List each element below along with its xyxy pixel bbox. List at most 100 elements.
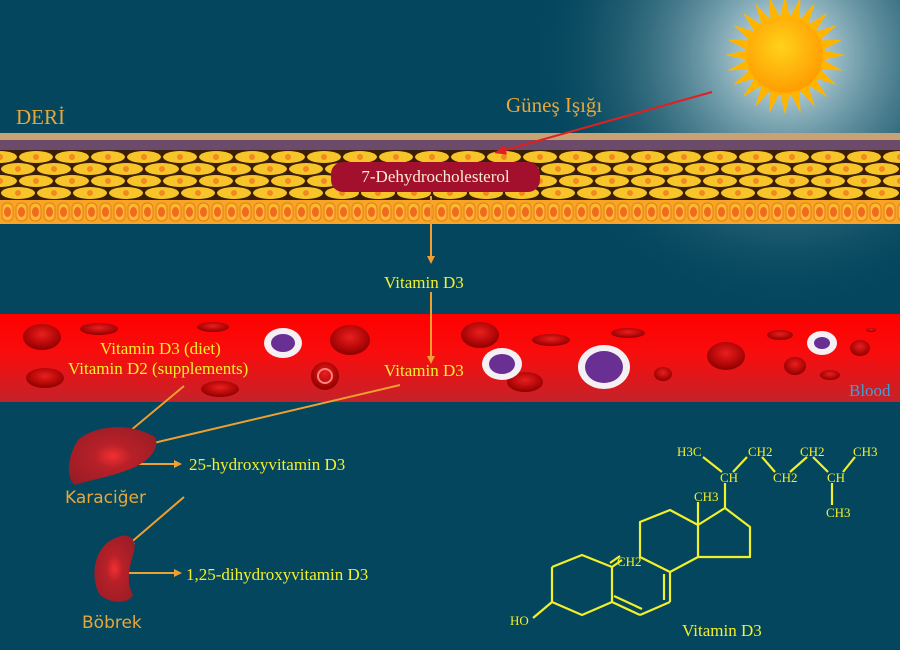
skin-cell-nucleus — [681, 178, 687, 184]
group-ch3-c: CH3 — [694, 489, 719, 504]
vitamin-d3-blood-label: Vitamin D3 — [384, 361, 464, 380]
skin-cell-nucleus — [429, 154, 435, 160]
white-blood-cell-nucleus — [814, 337, 830, 349]
skin-cell-nucleus — [69, 154, 75, 160]
sun-ray — [733, 69, 755, 85]
basal-cell-nucleus — [116, 207, 123, 217]
skin-cell-nucleus — [735, 166, 741, 172]
skin-cell-nucleus — [303, 166, 309, 172]
arrow-diet-to-liver — [122, 385, 185, 438]
skin-cell-nucleus — [753, 154, 759, 160]
group-h3c: H3C — [677, 444, 702, 459]
skin-cell-nucleus — [51, 166, 57, 172]
basal-cell-nucleus — [32, 207, 39, 217]
basal-cell-nucleus — [522, 207, 529, 217]
skin-cell-nucleus — [555, 190, 561, 196]
skin-label: DERİ — [16, 105, 65, 129]
basal-cell-nucleus — [270, 207, 277, 217]
skin-cell-nucleus — [825, 154, 831, 160]
basal-cell-nucleus — [256, 207, 263, 217]
skin-cell-nucleus — [213, 178, 219, 184]
basal-cell-nucleus — [312, 207, 319, 217]
red-blood-cell — [784, 357, 806, 375]
basal-cell-nucleus — [592, 207, 599, 217]
white-blood-cell-nucleus — [271, 334, 295, 352]
skin-cell-nucleus — [627, 166, 633, 172]
group-ho: HO — [510, 613, 529, 628]
skin-cell-nucleus — [591, 166, 597, 172]
skin-cell-nucleus — [861, 178, 867, 184]
basal-cell-nucleus — [606, 207, 613, 217]
basal-cell-nucleus — [816, 207, 823, 217]
basal-cell-nucleus — [410, 207, 417, 217]
skin-cell-nucleus — [609, 154, 615, 160]
basal-cell-nucleus — [872, 207, 879, 217]
sunlight-arrow — [494, 91, 713, 155]
skin-cell-nucleus — [807, 166, 813, 172]
skin-cell-nucleus — [159, 166, 165, 172]
basal-cell-nucleus — [368, 207, 375, 217]
blood-label: Blood — [849, 381, 891, 400]
skin-cell-nucleus — [789, 154, 795, 160]
skin-cell-nucleus — [159, 190, 165, 196]
red-blood-cell-ring — [317, 368, 333, 384]
skin-cell-nucleus — [843, 166, 849, 172]
blood-vessel — [0, 314, 900, 402]
skin-cell-nucleus — [591, 190, 597, 196]
sun-ray — [733, 25, 755, 41]
sun-ray — [799, 3, 815, 25]
skin-cell-nucleus — [177, 178, 183, 184]
skin-cell-nucleus — [771, 190, 777, 196]
basal-cell-nucleus — [158, 207, 165, 217]
skin-cell-nucleus — [717, 178, 723, 184]
skin-cell — [883, 151, 900, 163]
skin-cell-nucleus — [51, 190, 57, 196]
sun-ray — [780, 92, 790, 115]
basal-cell-nucleus — [802, 207, 809, 217]
basal-cell-nucleus — [578, 207, 585, 217]
skin-cell-nucleus — [861, 154, 867, 160]
skin-cell-nucleus — [15, 166, 21, 172]
basal-cell-nucleus — [354, 207, 361, 217]
skin-cell-nucleus — [267, 166, 273, 172]
liver-label: Karaciğer — [65, 488, 146, 508]
basal-cell-nucleus — [340, 207, 347, 217]
skin-cell-nucleus — [33, 178, 39, 184]
sun-ray — [789, 90, 801, 113]
basal-cell-nucleus — [718, 207, 725, 217]
skin-cell-nucleus — [465, 154, 471, 160]
basal-cell-nucleus — [284, 207, 291, 217]
skin-cell-nucleus — [87, 166, 93, 172]
group-ch-b: CH — [827, 470, 846, 485]
sun-ray — [725, 50, 748, 60]
skin-cell-nucleus — [195, 190, 201, 196]
skin-cell-nucleus — [231, 190, 237, 196]
group-ch3-b: CH3 — [826, 505, 851, 520]
skin-cell-nucleus — [699, 190, 705, 196]
basal-cell-nucleus — [466, 207, 473, 217]
red-blood-cell — [707, 342, 745, 370]
sunlight-label: Güneş Işığı — [506, 93, 603, 117]
basal-cell-nucleus — [144, 207, 151, 217]
basal-cell-nucleus — [620, 207, 627, 217]
group-ch2-exo: CH2 — [617, 554, 642, 569]
skin-cell — [0, 175, 17, 187]
basal-cell-nucleus — [844, 207, 851, 217]
skin-cell-nucleus — [681, 154, 687, 160]
sun-ray — [822, 50, 845, 60]
skin-cell-nucleus — [753, 178, 759, 184]
sun-ray — [780, 0, 790, 18]
skin-cell-nucleus — [0, 178, 3, 184]
basal-cell-nucleus — [760, 207, 767, 217]
red-blood-cell — [654, 367, 672, 381]
skin-cell-nucleus — [879, 190, 885, 196]
skin-cell-nucleus — [807, 190, 813, 196]
supplement-d2-label: Vitamin D2 (supplements) — [68, 359, 249, 378]
skin-cell-nucleus — [321, 154, 327, 160]
diet-d3-label: Vitamin D3 (diet) — [100, 339, 221, 358]
basal-cell-nucleus — [830, 207, 837, 217]
red-blood-cell — [767, 330, 793, 340]
basal-cell-nucleus — [214, 207, 221, 217]
skin-cell-nucleus — [0, 154, 3, 160]
skin-cell-nucleus — [897, 178, 900, 184]
